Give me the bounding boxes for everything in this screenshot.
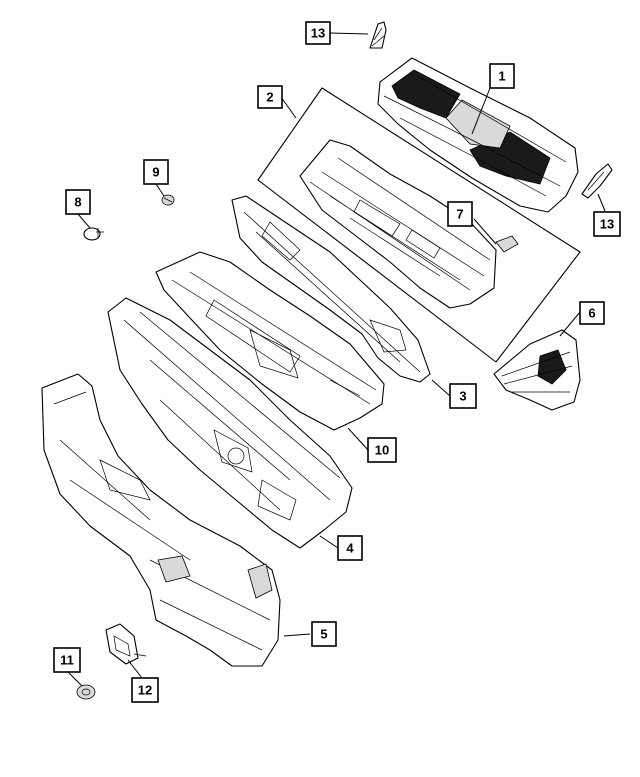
callout-11: 11 — [53, 647, 81, 673]
part-2-frame — [257, 87, 581, 363]
callout-label: 6 — [588, 306, 595, 321]
callout-label: 4 — [346, 541, 354, 556]
callout-2: 2 — [257, 85, 283, 109]
callout-7: 7 — [447, 201, 473, 227]
callout-label: 13 — [600, 217, 614, 232]
part-5-floor-insulator — [41, 373, 281, 667]
callout-13-lower: 13 — [593, 211, 621, 237]
callout-label: 10 — [375, 443, 389, 458]
callout-9: 9 — [143, 159, 169, 185]
callout-10: 10 — [367, 437, 397, 463]
part-11-grommet — [76, 684, 96, 700]
part-3-dash-panel-upper — [231, 195, 431, 383]
callout-1: 1 — [489, 63, 515, 89]
callout-12: 12 — [131, 677, 159, 703]
callout-label: 2 — [266, 90, 273, 105]
part-9-fastener — [161, 194, 175, 206]
callout-label: 5 — [320, 627, 327, 642]
callout-label: 12 — [138, 683, 152, 698]
part-8-push-pin — [83, 227, 104, 241]
part-7-clip — [495, 235, 519, 253]
part-10-dash-silencer — [155, 251, 385, 431]
leader-lines — [67, 32, 606, 687]
callout-label: 8 — [74, 195, 81, 210]
part-13-clip-lower — [581, 163, 613, 199]
part-12-gasket — [105, 623, 147, 665]
part-2-cowl-reinforcement — [299, 139, 497, 309]
part-4-dash-insulator — [107, 297, 353, 549]
callout-5: 5 — [311, 621, 337, 647]
callout-13-upper: 13 — [305, 21, 331, 45]
callout-label: 7 — [456, 207, 463, 222]
callout-label: 11 — [60, 653, 74, 668]
callout-4: 4 — [337, 535, 363, 561]
part-6-side-bracket — [493, 329, 581, 411]
callout-label: 13 — [311, 26, 325, 41]
callout-8: 8 — [65, 189, 91, 215]
callout-label: 9 — [152, 165, 159, 180]
part-13-clip-upper — [369, 21, 387, 49]
callout-3: 3 — [449, 383, 477, 409]
callout-6: 6 — [579, 301, 605, 325]
callout-label: 1 — [498, 69, 505, 84]
callout-label: 3 — [459, 389, 466, 404]
part-1-cowl-panel — [377, 57, 579, 213]
